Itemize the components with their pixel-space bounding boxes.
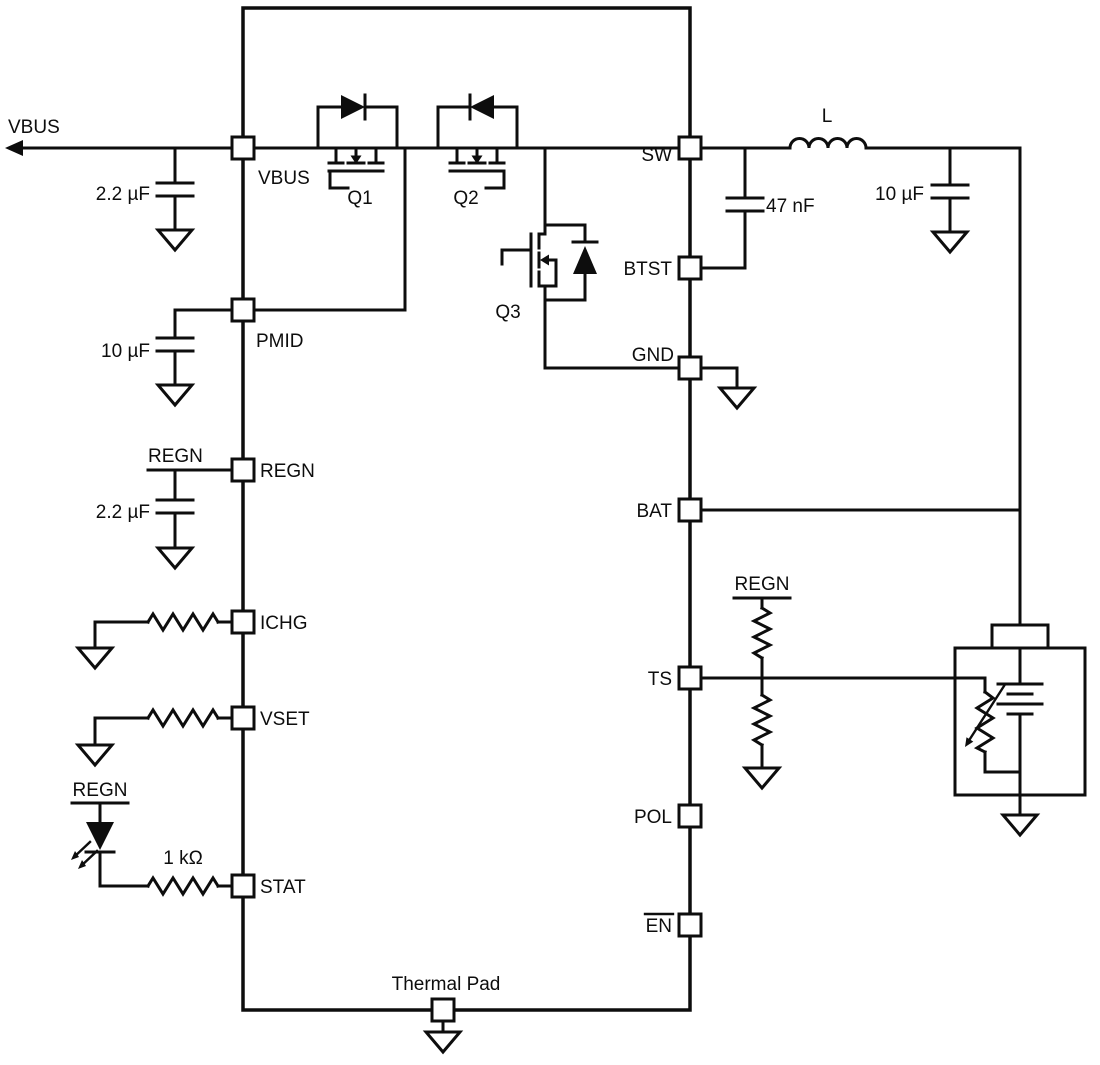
status-led-icon (86, 822, 114, 850)
q3-body-diode-icon (573, 246, 597, 274)
net-flag-regn-ts: REGN (735, 574, 790, 595)
resistor-value-stat: 1 kΩ (163, 848, 203, 869)
ground-icon (999, 813, 1041, 838)
ground-icon (74, 646, 116, 671)
pin-ichg (230, 609, 256, 635)
pin-label-sw: SW (641, 145, 672, 166)
pin-label-gnd: GND (632, 345, 674, 366)
ts-upper-resistor-icon (750, 605, 774, 661)
pin-label-regn: REGN (260, 461, 315, 482)
pin-label-bat: BAT (636, 501, 672, 522)
cap-value-regn: 2.2 µF (96, 502, 150, 523)
pin-pol (677, 803, 703, 829)
ground-icon (154, 228, 196, 253)
net-label-vbus-input: VBUS (8, 117, 60, 138)
pin-label-ichg: ICHG (260, 613, 308, 634)
pin-vset (230, 705, 256, 731)
pin-label-stat: STAT (260, 877, 306, 898)
cap-value-btst: 47 nF (766, 196, 815, 217)
sw-output-net: L 47 nF 10 µF (699, 106, 1022, 627)
ic-pins (230, 135, 703, 1023)
pin-label-vbus: VBUS (258, 168, 310, 189)
ground-icon (422, 1030, 464, 1055)
q1-mosfet: Q1 (316, 93, 399, 209)
inductor-icon (788, 137, 868, 150)
ground-icon (741, 766, 783, 791)
q1-body-diode-icon (341, 95, 365, 119)
q2-label: Q2 (453, 188, 478, 209)
ground-icon (929, 230, 971, 255)
pin-label-thermal-pad: Thermal Pad (392, 974, 501, 995)
net-flag-regn-cap: REGN (148, 446, 203, 467)
pin-label-vset: VSET (260, 709, 310, 730)
ichg-resistor-icon (145, 611, 221, 633)
pmid-net: 10 µF (101, 146, 407, 408)
pin-label-pmid: PMID (256, 331, 304, 352)
battery-pack (953, 623, 1087, 838)
pin-en (677, 912, 703, 938)
pin-bat (677, 497, 703, 523)
pin-thermal-pad (430, 997, 456, 1023)
ic-pin-labels: VBUS PMID REGN ICHG VSET STAT SW BTST GN… (256, 145, 675, 995)
input-arrow-icon (5, 140, 23, 156)
cap-value-vbus: 2.2 µF (96, 184, 150, 205)
stat-resistor-icon (145, 875, 221, 897)
ts-net: REGN (699, 574, 987, 791)
cap-value-output: 10 µF (875, 184, 924, 205)
pin-stat (230, 873, 256, 899)
regn-net: REGN 2.2 µF (96, 446, 234, 571)
ground-icon (154, 383, 196, 408)
pin-ts (677, 665, 703, 691)
thermistor-icon (973, 689, 996, 755)
pin-label-en: EN (646, 916, 672, 937)
pin-sw (677, 135, 703, 161)
ts-lower-resistor-icon (750, 692, 774, 748)
pin-label-btst: BTST (623, 259, 672, 280)
pin-label-ts: TS (648, 669, 672, 690)
ground-icon (74, 743, 116, 768)
cap-value-pmid: 10 µF (101, 341, 150, 362)
ground-icon (154, 546, 196, 571)
q3-mosfet: Q3 (495, 146, 599, 370)
stat-net: 1 kΩ REGN (70, 780, 234, 897)
q3-label: Q3 (495, 302, 520, 323)
q2-body-diode-icon (470, 95, 494, 119)
pin-gnd (677, 355, 703, 381)
q1-label: Q1 (347, 188, 372, 209)
ichg-net (74, 611, 234, 671)
net-flag-regn-led: REGN (73, 780, 128, 801)
q2-mosfet: Q2 (436, 93, 519, 209)
vset-net (74, 707, 234, 768)
ic-body (241, 6, 692, 1012)
pin-btst (677, 255, 703, 281)
gnd-net (543, 366, 758, 411)
inductor-label: L (822, 106, 833, 127)
ground-icon (716, 386, 758, 411)
thermal-pad-net (422, 1019, 464, 1055)
pin-regn (230, 457, 256, 483)
pin-vbus (230, 135, 256, 161)
battery-connector (990, 623, 1050, 650)
pin-label-pol: POL (634, 807, 672, 828)
pin-pmid (230, 297, 256, 323)
vset-resistor-icon (145, 707, 221, 729)
vbus-input-net: VBUS 2.2 µF (5, 117, 234, 253)
